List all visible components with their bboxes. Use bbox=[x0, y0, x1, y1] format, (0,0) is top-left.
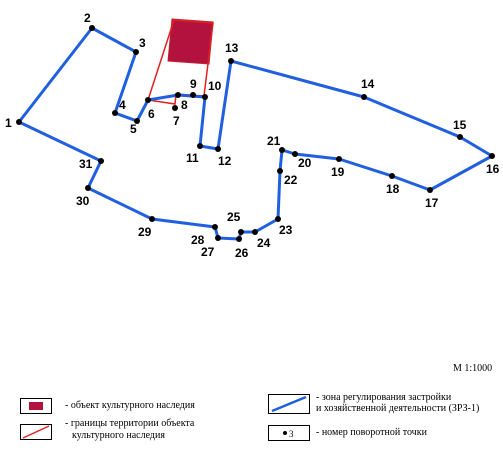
turn-point-7 bbox=[172, 105, 178, 111]
turn-point-label-7: 7 bbox=[173, 114, 180, 128]
turn-point-12 bbox=[215, 146, 221, 152]
turn-point-label-15: 15 bbox=[453, 118, 467, 132]
heritage-swatch-fill bbox=[29, 402, 43, 410]
turn-point-8 bbox=[175, 92, 181, 98]
turn-point-13 bbox=[228, 58, 234, 64]
turn-point-label-19: 19 bbox=[331, 165, 345, 179]
zone-zrz1-border bbox=[17, 26, 494, 241]
turn-point-28 bbox=[212, 224, 218, 230]
territory-swatch-line bbox=[22, 425, 50, 439]
territory-swatch bbox=[20, 424, 52, 440]
turn-point-label-24: 24 bbox=[257, 236, 271, 250]
turn-point-label-26: 26 bbox=[235, 246, 249, 260]
turn-point-label-11: 11 bbox=[186, 151, 199, 165]
turn-point-label-1: 1 bbox=[5, 116, 12, 130]
turn-point-1 bbox=[16, 119, 22, 125]
legend-zone-label-2: и хозяйственной деятельности (ЗРЗ-1) bbox=[316, 403, 480, 414]
turn-point-label-21: 21 bbox=[267, 134, 281, 148]
legend-heritage-label: - объект культурного наследия bbox=[65, 400, 195, 411]
turn-point-swatch: 3 bbox=[268, 425, 310, 441]
turn-point-label-4: 4 bbox=[119, 98, 126, 112]
turn-point-label-2: 2 bbox=[84, 11, 91, 25]
turn-point-19 bbox=[336, 156, 342, 162]
turn-point-label-14: 14 bbox=[361, 77, 375, 91]
turn-point-label-12: 12 bbox=[218, 154, 232, 168]
turn-point-15 bbox=[457, 134, 463, 140]
turn-point-29 bbox=[149, 216, 155, 222]
heritage-object-area bbox=[167, 18, 214, 65]
legend-territory-label-2: культурного наследия bbox=[72, 430, 165, 441]
turn-point-20 bbox=[292, 151, 298, 157]
turn-point-label-17: 17 bbox=[425, 196, 439, 210]
turn-point-label-9: 9 bbox=[190, 77, 197, 91]
legend-territory-label-1: - границы территории объекта bbox=[65, 418, 195, 429]
turn-point-21 bbox=[279, 147, 285, 153]
turn-point-14 bbox=[361, 94, 367, 100]
turn-point-label-8: 8 bbox=[181, 98, 188, 112]
turn-point-label-10: 10 bbox=[208, 79, 222, 93]
turn-point-17 bbox=[427, 187, 433, 193]
turn-point-18 bbox=[389, 173, 395, 179]
turn-point-label-30: 30 bbox=[76, 194, 90, 208]
turn-point-label-13: 13 bbox=[225, 41, 239, 55]
turn-point-label-5: 5 bbox=[130, 122, 137, 136]
turn-point-25 bbox=[238, 229, 244, 235]
turn-point-sample-dot bbox=[283, 431, 287, 435]
scale-label: М 1:1000 bbox=[453, 363, 493, 374]
zone-swatch bbox=[268, 394, 310, 414]
turn-point-22 bbox=[277, 168, 283, 174]
turn-point-label-27: 27 bbox=[201, 245, 215, 259]
turn-point-label-23: 23 bbox=[279, 223, 293, 237]
turn-point-label-28: 28 bbox=[191, 233, 205, 247]
turn-point-26 bbox=[236, 236, 242, 242]
turn-point-label-25: 25 bbox=[227, 210, 241, 224]
turn-point-label-31: 31 bbox=[79, 157, 93, 171]
turn-point-label-20: 20 bbox=[298, 156, 312, 170]
turn-point-3 bbox=[133, 49, 139, 55]
turn-point-label-3: 3 bbox=[139, 36, 146, 50]
turn-point-11 bbox=[197, 143, 203, 149]
turn-point-label-6: 6 bbox=[148, 107, 155, 121]
legend-turn-point-label: - номер поворотной точки bbox=[316, 427, 427, 438]
turn-point-6 bbox=[145, 97, 151, 103]
turn-point-2 bbox=[89, 25, 95, 31]
turn-point-10 bbox=[202, 94, 208, 100]
zone-swatch-line bbox=[271, 395, 307, 413]
legend-zone-label-1: - зона регулирования застройки bbox=[316, 392, 452, 403]
turn-point-24 bbox=[252, 229, 258, 235]
turn-point-label-18: 18 bbox=[386, 182, 400, 196]
turn-point-23 bbox=[275, 216, 281, 222]
turn-point-label-29: 29 bbox=[138, 225, 152, 239]
turn-point-31 bbox=[98, 158, 104, 164]
turn-point-27 bbox=[215, 235, 221, 241]
turn-point-5 bbox=[134, 118, 140, 124]
turn-point-sample-number: 3 bbox=[289, 429, 294, 439]
heritage-swatch bbox=[20, 398, 52, 414]
turn-point-9 bbox=[190, 92, 196, 98]
turn-point-30 bbox=[85, 185, 91, 191]
turn-point-label-16: 16 bbox=[486, 162, 500, 176]
turn-point-4 bbox=[112, 110, 118, 116]
turn-point-label-22: 22 bbox=[284, 173, 298, 187]
turn-point-16 bbox=[489, 153, 495, 159]
